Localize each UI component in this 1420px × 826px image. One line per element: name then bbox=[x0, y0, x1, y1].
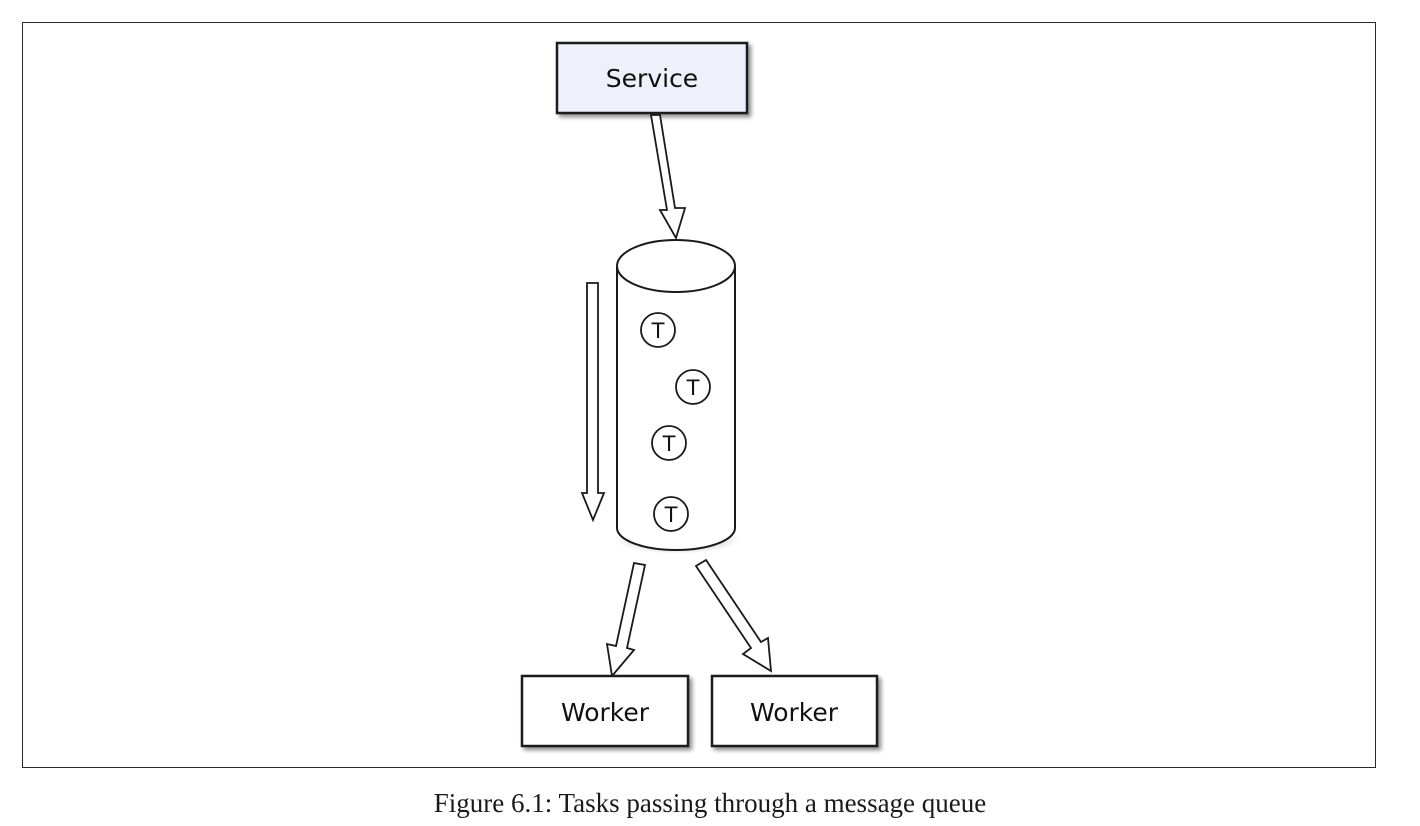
task-label: T bbox=[651, 319, 665, 343]
worker-label: Worker bbox=[561, 698, 650, 727]
task-label: T bbox=[664, 503, 678, 527]
task-item: T bbox=[640, 312, 676, 348]
service-node: Service bbox=[555, 41, 749, 115]
arrow-queue-to-worker-2 bbox=[694, 558, 773, 673]
task-item: T bbox=[653, 496, 689, 532]
task-circle bbox=[675, 369, 711, 405]
task-circle bbox=[640, 312, 676, 348]
task-item: T bbox=[651, 425, 687, 461]
worker-box bbox=[710, 674, 879, 748]
task-label: T bbox=[662, 432, 676, 456]
service-box bbox=[555, 41, 749, 115]
worker-label: Worker bbox=[750, 698, 839, 727]
worker-node: Worker bbox=[520, 674, 690, 748]
arrow-queue-to-worker-1 bbox=[605, 561, 647, 679]
worker-box bbox=[520, 674, 690, 748]
task-item: T bbox=[675, 369, 711, 405]
service-label: Service bbox=[606, 64, 698, 93]
task-circle bbox=[651, 425, 687, 461]
task-circle bbox=[653, 496, 689, 532]
task-label: T bbox=[686, 376, 700, 400]
arrow-service-to-queue bbox=[649, 114, 687, 241]
worker-node: Worker bbox=[710, 674, 879, 748]
arrow-queue-flow-direction bbox=[580, 282, 606, 523]
figure-caption: Figure 6.1: Tasks passing through a mess… bbox=[433, 788, 987, 818]
queue-top bbox=[616, 239, 736, 293]
